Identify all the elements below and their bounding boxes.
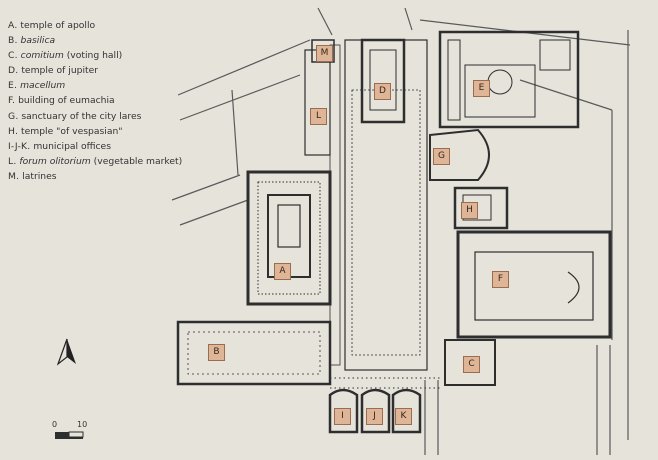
marker-a: A: [274, 263, 291, 280]
marker-e: E: [473, 80, 490, 97]
marker-f: F: [492, 271, 509, 288]
legend-item-l: L. forum olitorium (vegetable market): [8, 155, 183, 167]
marker-l: L: [310, 108, 327, 125]
legend-item-a: A. temple of apollo: [8, 20, 96, 31]
building-walls: [176, 30, 612, 434]
legend-item-m: M. latrines: [8, 170, 57, 182]
marker-b: B: [208, 344, 225, 361]
marker-g: G: [433, 148, 450, 165]
marker-i: I: [334, 408, 351, 425]
scale-label-end: 10: [77, 420, 88, 429]
legend: A. temple of apollo B. basilica C. comit…: [8, 18, 182, 184]
legend-item-f: F. building of eumachia: [8, 95, 115, 107]
scale-label-start: 0: [52, 420, 58, 429]
legend-item-g: G. sanctuary of the city lares: [8, 110, 142, 122]
legend-item-d: D. temple of jupiter: [8, 65, 99, 77]
legend-item-e: E. macellum: [8, 80, 66, 92]
marker-h: H: [461, 202, 478, 219]
marker-c: C: [463, 356, 480, 373]
marker-j: J: [366, 408, 383, 425]
marker-k: K: [395, 408, 412, 425]
legend-item-b: B. basilica: [8, 35, 56, 47]
marker-d: D: [374, 83, 391, 100]
north-arrow-icon: [57, 338, 76, 366]
legend-item-h: H. temple "of vespasian": [8, 125, 123, 137]
scale-bar: [55, 431, 84, 439]
legend-item-ijk: I-J-K. municipal offices: [8, 140, 111, 152]
marker-m: M: [316, 45, 333, 62]
legend-item-c: C. comitium (voting hall): [8, 50, 123, 62]
